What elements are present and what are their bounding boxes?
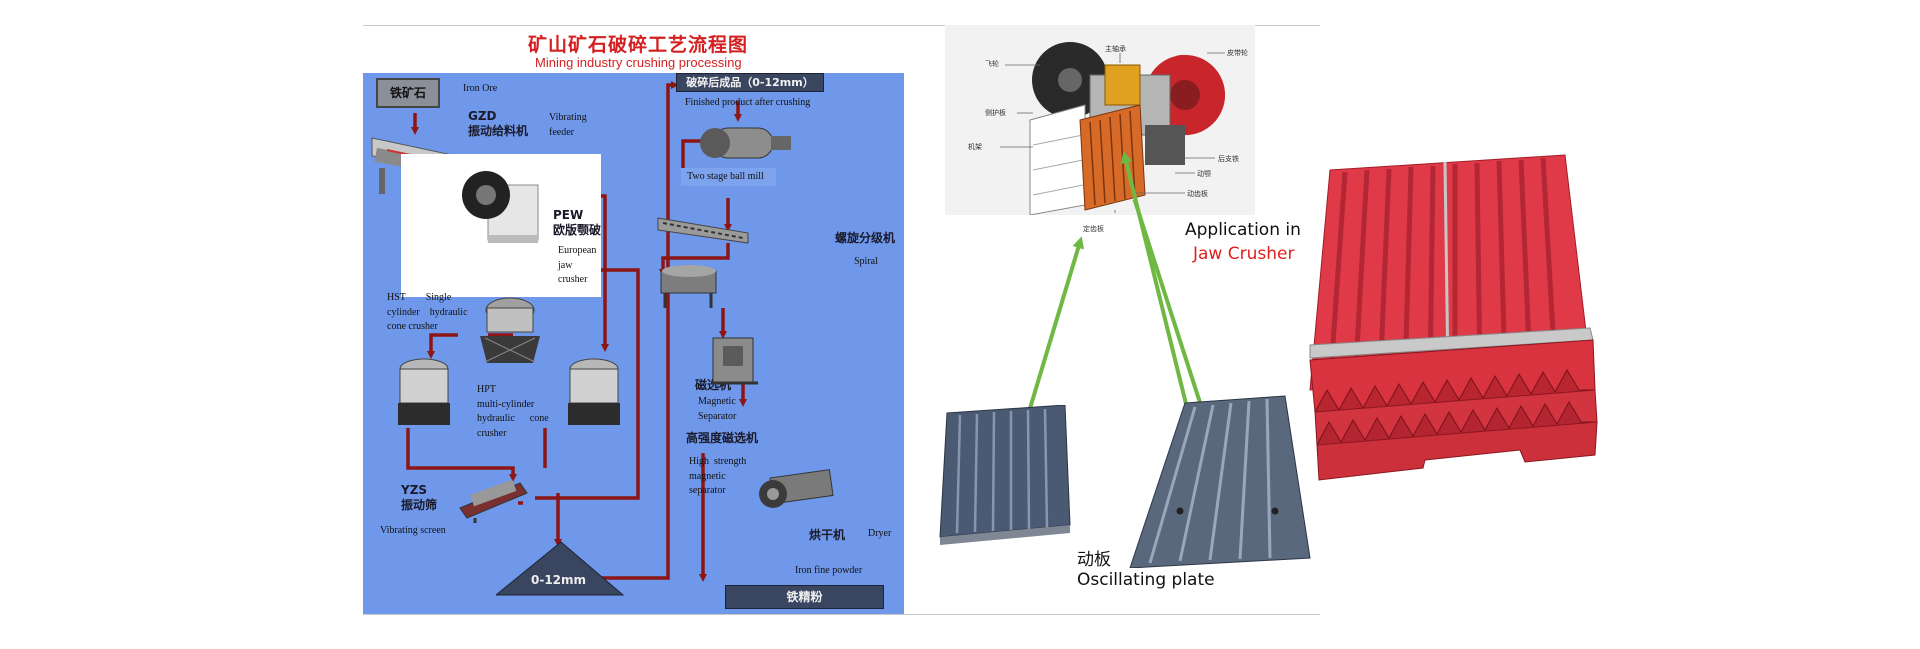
callout-frame: 机架 (968, 143, 982, 151)
powder-label: Iron fine powder (795, 565, 863, 576)
product-pile-triangle (496, 541, 625, 596)
feeder-label-cn: GZD 振动给料机 (468, 109, 529, 138)
callout-moving-jaw: 动颚 (1197, 170, 1211, 178)
plate-label-en: Oscillating plate (1077, 570, 1215, 590)
single-cylinder-cone-crusher-icon (480, 297, 540, 363)
chart-title-en: Mining industry crushing processing (535, 55, 742, 70)
jaw-plate-small-illustration (939, 405, 1071, 545)
screen-label-cn: YZS 振动筛 (401, 483, 438, 512)
callout-pulley: 皮带轮 (1227, 49, 1248, 57)
ball-mill-label: Two stage ball mill (687, 171, 764, 182)
hpt-label: HPT multi-cylinder hydraulic cone crushe… (477, 384, 549, 439)
jaw-crusher-label-en: European jaw crusher (558, 245, 597, 285)
application-line2: Jaw Crusher (1193, 244, 1295, 264)
hst-label: HST Single cylinder hydraulic cone crush… (387, 292, 468, 332)
dryer-label-en: Dryer (868, 528, 892, 539)
arrow-recirc (535, 268, 640, 500)
vibrating-screen-icon (459, 479, 528, 523)
finished-product-box: 破碎后成品（0-12mm） (676, 73, 824, 92)
chart-title-cn: 矿山矿石破碎工艺流程图 (528, 34, 749, 56)
callout-flywheel: 飞轮 (985, 60, 999, 68)
spiral-classifier-icon (657, 217, 749, 244)
feeder-label-en: Vibrating feeder (549, 112, 587, 138)
ball-mill-icon (700, 127, 791, 159)
callout-main-bearing: 主轴承 (1105, 45, 1126, 53)
callout-moving-plate: 动齿板 (1187, 190, 1208, 198)
bottom-rule (363, 614, 1320, 615)
jaw-crusher-assembly-illustration (1000, 42, 1225, 215)
dryer-icon (759, 469, 834, 508)
arrow-hpt-screen (406, 428, 517, 482)
application-line1: Application in (1185, 220, 1301, 240)
iron-concentrate-box: 铁精粉 (725, 585, 884, 609)
high-strength-magnetic-separator-icon (711, 337, 758, 385)
arrow-cone-left (427, 333, 458, 359)
magnetic-label-en: Magnetic Separator (698, 396, 737, 422)
ball-mill-label-bg (681, 168, 776, 186)
finished-product-label: Finished product after crushing (685, 97, 811, 108)
magnetic-separator-icon (660, 265, 717, 308)
iron-ore-box: 铁矿石 (376, 78, 440, 108)
spiral-label-en: Spiral (854, 256, 878, 267)
top-rule (363, 25, 1320, 26)
hpt-crusher-right-icon (568, 358, 620, 425)
hpt-crusher-left-icon (398, 358, 450, 425)
callout-fixed-plate: 定齿板 (1083, 225, 1104, 233)
high-magnetic-label-cn: 高强度磁选机 (686, 431, 759, 445)
arrow-spiral-mag (659, 243, 730, 277)
jaw-crusher-icon (462, 171, 539, 243)
pile-label: 0-12mm (531, 573, 587, 587)
flow-chart-panel: 铁矿石 Iron Ore GZD 振动给料机 Vibrating feeder … (363, 73, 904, 614)
plate-label-cn: 动板 (1077, 550, 1111, 570)
green-pointer-arrow-2 (1120, 151, 1190, 413)
jaw-plate-large-illustration (1129, 395, 1311, 568)
spiral-label-cn: 螺旋分级机 (835, 231, 896, 245)
arrow-pile-product (588, 81, 679, 580)
jaw-crusher-label-cn: PEW 欧版颚破 (553, 208, 602, 237)
high-magnetic-label-en: High strength magnetic separator (689, 456, 747, 496)
callout-side-guard: 侧护板 (985, 109, 1006, 117)
screen-label-en: Vibrating screen (380, 525, 446, 536)
dryer-label-cn: 烘干机 (809, 528, 846, 542)
callout-back-support: 后支铁 (1218, 155, 1239, 163)
red-jaw-plates-stack (1309, 154, 1598, 481)
iron-ore-label: Iron Ore (463, 83, 498, 94)
